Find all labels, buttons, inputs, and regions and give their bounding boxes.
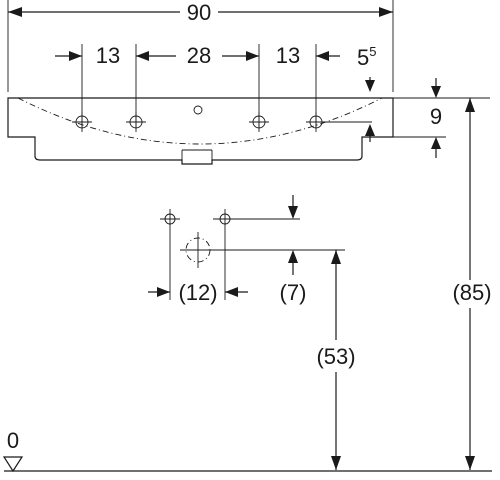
width-arrow-right [379, 7, 393, 17]
water-inlet-right [213, 209, 300, 300]
tap-mid-arrow-left [136, 51, 149, 61]
rim-arrow-up [431, 137, 441, 149]
overflow-hole [193, 105, 203, 115]
drain-spacing-label: (12) [178, 280, 217, 305]
water-inlet-left [160, 209, 180, 300]
edge-offset-label: 55 [357, 44, 376, 70]
total-height-arrow-top [465, 98, 475, 112]
drain-height-label: (53) [316, 344, 355, 369]
tap-hole-2 [126, 112, 146, 132]
tap-mid-arrow-right [246, 51, 259, 61]
drain-offset-label: (7) [280, 280, 307, 305]
floor-level-marker [2, 456, 24, 473]
tap-spacing-right-label: 13 [276, 43, 300, 68]
rim-arrow-down [431, 86, 441, 98]
edge-offset-base: 5 [357, 45, 369, 70]
tap-left-arrow [69, 51, 82, 61]
tap-right-arrow [316, 51, 329, 61]
floor-level-label: 0 [7, 428, 19, 453]
edge-offset-arrow-down [365, 80, 375, 92]
drain-spacing-arrow-left [157, 287, 170, 297]
drain-height-arrow-top [331, 250, 341, 264]
tap-hole-4 [306, 112, 326, 132]
tap-spacing-left-label: 13 [96, 43, 120, 68]
rim-height-label: 9 [430, 104, 442, 129]
overall-width-label: 90 [187, 0, 211, 25]
drain-height-arrow-bottom [331, 456, 341, 470]
edge-offset-arrow-up [365, 124, 375, 136]
waste-outlet [180, 232, 345, 268]
tap-hole-1 [72, 112, 92, 132]
edge-offset-superscript: 5 [369, 44, 376, 59]
tap-hole-3 [249, 112, 269, 132]
width-arrow-left [8, 7, 22, 17]
total-height-arrow-bottom [465, 456, 475, 470]
offset-arrow-up [288, 250, 298, 263]
tap-spacing-middle-label: 28 [187, 43, 211, 68]
bowl-hidden-line [17, 97, 383, 145]
offset-arrow-down [288, 206, 298, 219]
drain-spacing-arrow-right [225, 287, 238, 297]
total-height-label: (85) [452, 280, 491, 305]
basin-outline [7, 97, 394, 165]
